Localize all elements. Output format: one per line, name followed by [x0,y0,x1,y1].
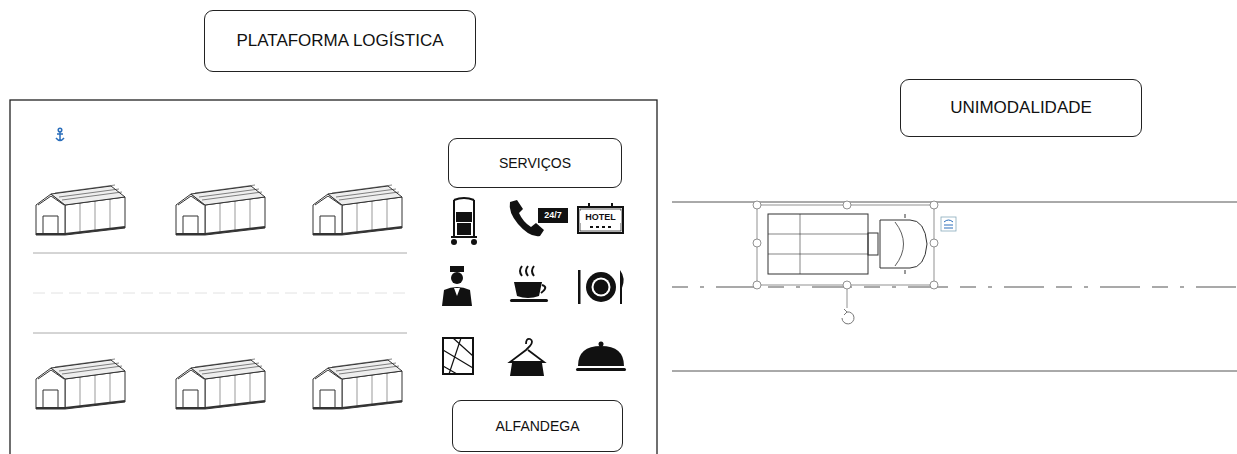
box-label: ALFANDEGA [495,418,579,434]
icon-text: 24/7 [538,208,568,223]
rounded-box: ALFANDEGA [452,400,623,452]
rounded-box: SERVIÇOS [448,138,622,188]
selection-handles [753,201,956,324]
rounded-box: PLATAFORMA LOGÍSTICA [204,10,476,72]
warehouses [36,185,402,409]
rounded-box: UNIMODALIDADE [900,79,1142,137]
icon-text: HOTEL [580,211,621,223]
anchor-icon [56,128,64,141]
truck [768,214,927,274]
box-label: SERVIÇOS [499,155,571,171]
road [672,202,1237,371]
internal-roads [33,253,407,333]
service-icons [442,198,626,376]
platform-frame [10,100,657,454]
box-label: PLATAFORMA LOGÍSTICA [236,31,443,51]
box-label: UNIMODALIDADE [950,98,1092,118]
